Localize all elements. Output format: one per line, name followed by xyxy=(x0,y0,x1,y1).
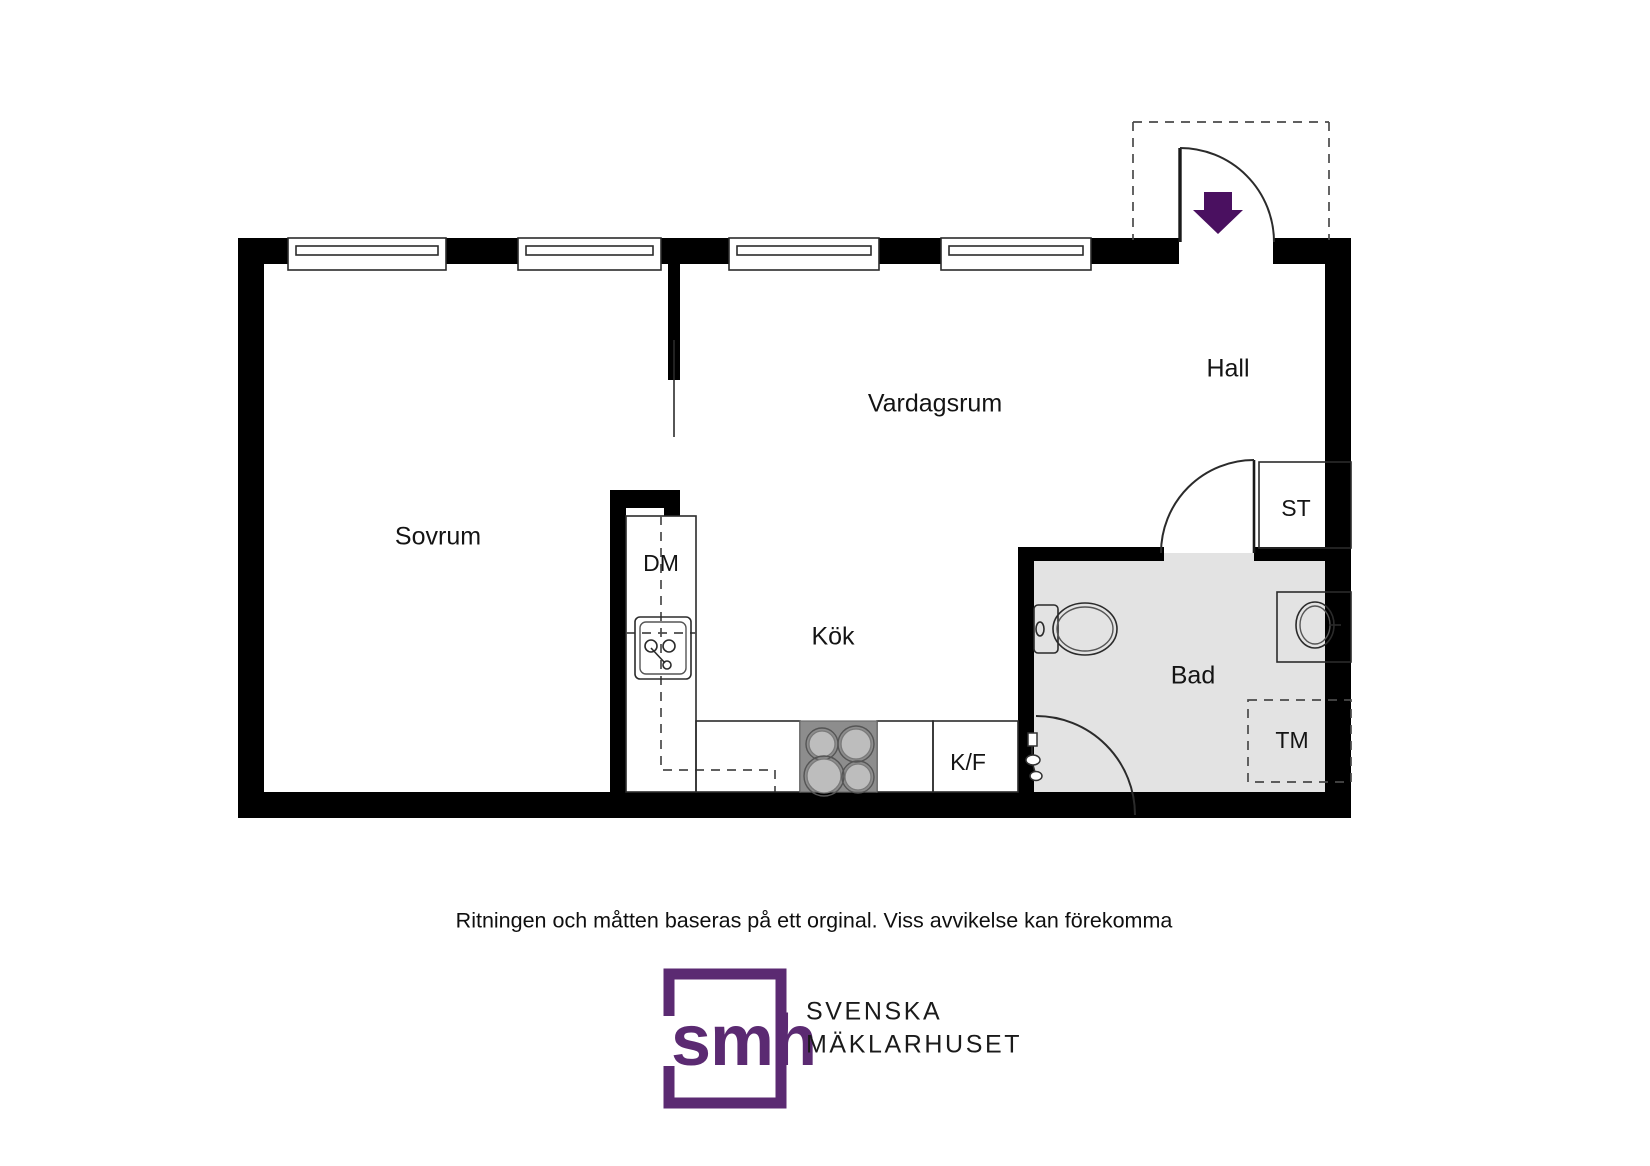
appliance-label-tm: TM xyxy=(1275,727,1308,753)
room-label-kok: Kök xyxy=(811,623,855,651)
disclaimer-text: Ritningen och måtten baseras på ett orgi… xyxy=(456,909,1173,933)
bathroom-door[interactable] xyxy=(1160,459,1256,554)
window-4 xyxy=(940,237,1092,271)
storage-closet-st xyxy=(1258,461,1352,549)
appliance-label-st: ST xyxy=(1281,495,1310,521)
washing-machine-tm xyxy=(1247,699,1352,783)
floor-drain-fixture xyxy=(1025,732,1043,782)
logo-line-1: SVENSKA xyxy=(806,998,942,1026)
cooktop-fixture xyxy=(799,720,878,797)
room-label-vardagsrum: Vardagsrum xyxy=(868,390,1002,418)
room-label-bad: Bad xyxy=(1171,662,1215,690)
room-label-sovrum: Sovrum xyxy=(395,523,481,551)
kitchen-left-counter xyxy=(625,515,776,793)
appliance-label-dm: DM xyxy=(643,550,679,576)
shower-curtain-arc xyxy=(1035,715,1136,816)
room-label-hall: Hall xyxy=(1206,355,1249,383)
bathroom-sink-fixture xyxy=(1276,591,1352,663)
window-2 xyxy=(517,237,662,271)
exterior-walls xyxy=(238,238,1351,818)
entrance-direction-arrow xyxy=(1193,192,1243,234)
logo-line-2: MÄKLARHUSET xyxy=(806,1031,1022,1059)
interior-walls xyxy=(610,264,1351,818)
window-3 xyxy=(728,237,880,271)
logo-mark-text: smh xyxy=(671,1001,816,1081)
toilet-fixture xyxy=(1033,602,1118,656)
entrance-door[interactable] xyxy=(1132,121,1330,243)
kitchen-sink-fixture xyxy=(634,616,692,680)
smh-logo: smh SVENSKA MÄKLARHUSET xyxy=(663,968,1022,1109)
appliance-label-kf: K/F xyxy=(950,749,986,775)
window-group xyxy=(287,237,1092,271)
bathroom-floor-fill xyxy=(1032,553,1351,813)
window-1 xyxy=(287,237,447,271)
